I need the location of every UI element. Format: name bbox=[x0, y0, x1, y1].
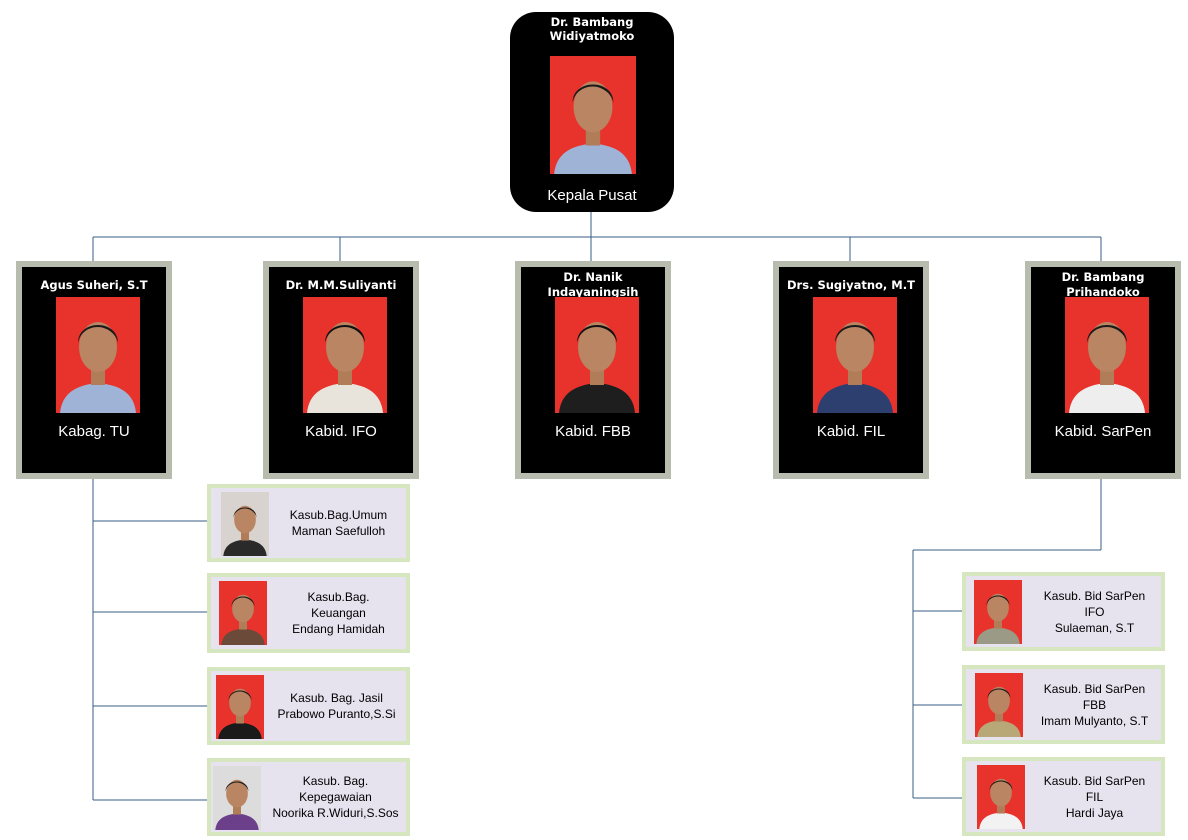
node-title: Kasub. Bid SarPen bbox=[1043, 588, 1146, 603]
org-node-kasub-jasil: Kasub. Bag. Jasil Prabowo Puranto,S.Si bbox=[207, 667, 410, 745]
node-title: Kasub.Bag.Umum bbox=[289, 508, 388, 522]
node-person: Hardi Jaya bbox=[1065, 805, 1124, 820]
node-name: Dr. M.M.Suliyanti bbox=[285, 277, 397, 292]
node-person: Sulaeman, S.T bbox=[1054, 620, 1135, 635]
node-title: Kepegawaian bbox=[299, 790, 372, 804]
node-role: Kabag. TU bbox=[58, 423, 130, 440]
node-title: Kasub.Bag. bbox=[307, 590, 370, 604]
node-person: Prabowo Puranto,S.Si bbox=[277, 707, 396, 721]
org-node-kabag-tu: Agus Suheri, S.T Kabag. TU bbox=[16, 261, 172, 479]
node-text: Kasub. Bag. Jasil Prabowo Puranto,S.Si bbox=[271, 671, 402, 741]
portrait-photo bbox=[56, 297, 140, 413]
node-name: Dr. Bambang Prihandoko bbox=[1061, 270, 1145, 299]
node-text: Kasub.Bag.Umum Maman Saefulloh bbox=[275, 488, 402, 558]
node-name: Drs. Sugiyatno, M.T bbox=[787, 277, 915, 292]
node-person: Imam Mulyanto, S.T bbox=[1040, 713, 1149, 728]
node-role: Kepala Pusat bbox=[547, 187, 637, 204]
portrait-photo bbox=[974, 580, 1022, 644]
portrait-photo bbox=[550, 56, 636, 174]
node-title: IFO bbox=[1084, 604, 1105, 619]
node-title: Kasub. Bid SarPen bbox=[1043, 681, 1146, 696]
node-person: Endang Hamidah bbox=[292, 622, 385, 636]
node-name: Dr. Bambang Widiyatmoko bbox=[549, 15, 635, 43]
node-title: Keuangan bbox=[311, 606, 366, 620]
portrait-photo bbox=[303, 297, 387, 413]
node-text: Kasub. Bid SarPen IFO Sulaeman, S.T bbox=[1030, 576, 1159, 647]
node-text: Kasub. Bid SarPen FIL Hardi Jaya bbox=[1030, 761, 1159, 832]
node-role: Kabid. IFO bbox=[305, 423, 377, 440]
node-title: Kasub. Bid SarPen bbox=[1043, 773, 1146, 788]
node-text: Kasub.Bag. Keuangan Endang Hamidah bbox=[275, 577, 402, 649]
node-role: Kabid. FBB bbox=[555, 423, 631, 440]
portrait-photo bbox=[813, 297, 897, 413]
portrait-photo bbox=[555, 297, 639, 413]
node-title: FIL bbox=[1085, 789, 1104, 804]
portrait-photo bbox=[221, 492, 269, 556]
org-node-kepala-pusat: Dr. Bambang Widiyatmoko Kepala Pusat bbox=[510, 12, 674, 212]
org-node-kasub-umum: Kasub.Bag.Umum Maman Saefulloh bbox=[207, 484, 410, 562]
org-node-kasub-keuangan: Kasub.Bag. Keuangan Endang Hamidah bbox=[207, 573, 410, 653]
node-text: Kasub. Bid SarPen FBB Imam Mulyanto, S.T bbox=[1030, 669, 1159, 740]
node-title: Kasub. Bag. bbox=[302, 774, 369, 788]
node-role: Kabid. FIL bbox=[816, 423, 886, 440]
portrait-photo bbox=[977, 765, 1025, 829]
portrait-photo bbox=[975, 673, 1023, 737]
node-title: Kasub. Bag. Jasil bbox=[290, 691, 383, 705]
org-node-kasub-kepegawaian: Kasub. Bag. Kepegawaian Noorika R.Widuri… bbox=[207, 758, 410, 836]
node-role: Kabid. SarPen bbox=[1054, 423, 1152, 440]
portrait-photo bbox=[1065, 297, 1149, 413]
node-name: Dr. Nanik Indayaningsih bbox=[547, 270, 639, 299]
portrait-photo bbox=[219, 581, 267, 645]
org-node-kabid-fbb: Dr. Nanik Indayaningsih Kabid. FBB bbox=[515, 261, 671, 479]
node-text: Kasub. Bag. Kepegawaian Noorika R.Widuri… bbox=[267, 762, 404, 832]
node-title: FBB bbox=[1082, 697, 1107, 712]
org-node-kasub-sarpen-fbb: Kasub. Bid SarPen FBB Imam Mulyanto, S.T bbox=[962, 665, 1165, 744]
org-node-kabid-sarpen: Dr. Bambang Prihandoko Kabid. SarPen bbox=[1025, 261, 1181, 479]
org-node-kabid-fil: Drs. Sugiyatno, M.T Kabid. FIL bbox=[773, 261, 929, 479]
org-node-kasub-sarpen-fil: Kasub. Bid SarPen FIL Hardi Jaya bbox=[962, 757, 1165, 836]
org-node-kasub-sarpen-ifo: Kasub. Bid SarPen IFO Sulaeman, S.T bbox=[962, 572, 1165, 651]
node-name: Agus Suheri, S.T bbox=[40, 277, 148, 292]
node-person: Noorika R.Widuri,S.Sos bbox=[272, 806, 399, 820]
portrait-photo bbox=[213, 766, 261, 830]
node-person: Maman Saefulloh bbox=[291, 524, 386, 538]
org-node-kabid-ifo: Dr. M.M.Suliyanti Kabid. IFO bbox=[263, 261, 419, 479]
portrait-photo bbox=[216, 675, 264, 739]
